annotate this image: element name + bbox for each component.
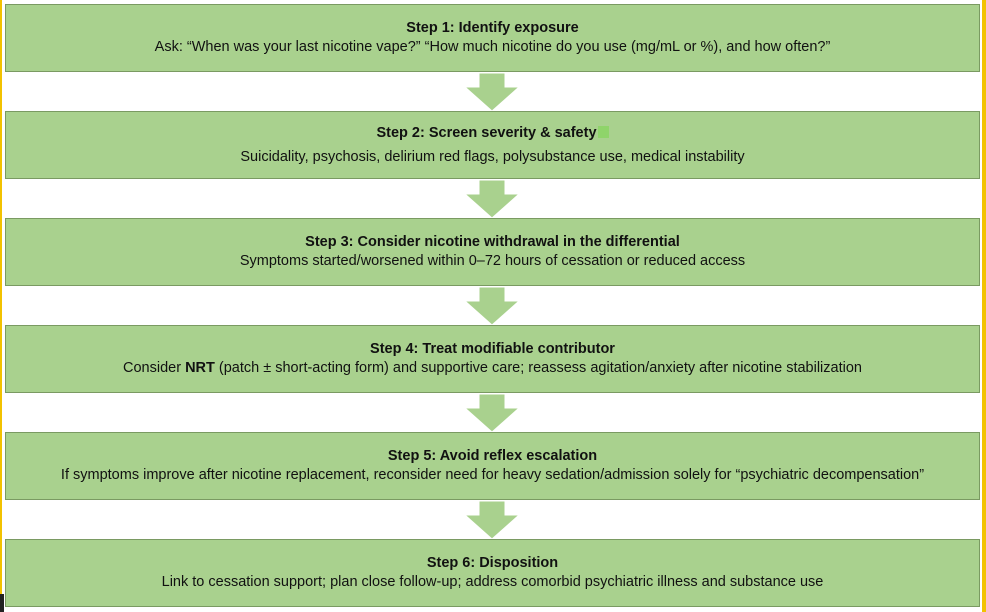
- step-5-title: Step 5: Avoid reflex escalation: [387, 448, 598, 464]
- step-4-title: Step 4: Treat modifiable contributor: [370, 341, 615, 357]
- step-3-body: Symptoms started/worsened within 0–72 ho…: [239, 253, 746, 269]
- step-2-box: Step 2: Screen severity & safety Suicida…: [5, 111, 980, 179]
- step-6-title: Step 6: Disposition: [426, 555, 559, 571]
- step-5-body: If symptoms improve after nicotine repla…: [60, 467, 925, 483]
- arrow-down-icon: [465, 394, 519, 432]
- step-1-body: Ask: “When was your last nicotine vape?”…: [154, 39, 831, 55]
- step-3-box: Step 3: Consider nicotine withdrawal in …: [5, 218, 980, 286]
- step-4-body: Consider NRT (patch ± short-acting form)…: [123, 360, 862, 376]
- frame-corner: [0, 594, 4, 612]
- step-2-title: Step 2: Screen severity & safety: [376, 124, 597, 141]
- arrow-down-icon: [465, 501, 519, 539]
- step-6-box: Step 6: Disposition Link to cessation su…: [5, 539, 980, 607]
- arrow-down-icon: [465, 287, 519, 325]
- step-2-body: Suicidality, psychosis, delirium red fla…: [240, 148, 745, 165]
- step-6-body: Link to cessation support; plan close fo…: [161, 574, 824, 590]
- step-5-box: Step 5: Avoid reflex escalation If sympt…: [5, 432, 980, 500]
- nrt-emphasis: NRT: [185, 360, 215, 376]
- step-1-title: Step 1: Identify exposure: [406, 20, 579, 36]
- arrow-down-icon: [465, 73, 519, 111]
- step-3-title: Step 3: Consider nicotine withdrawal in …: [305, 234, 680, 250]
- highlight-mark: [597, 125, 609, 138]
- step-1-box: Step 1: Identify exposure Ask: “When was…: [5, 4, 980, 72]
- arrow-down-icon: [465, 180, 519, 218]
- step-4-box: Step 4: Treat modifiable contributor Con…: [5, 325, 980, 393]
